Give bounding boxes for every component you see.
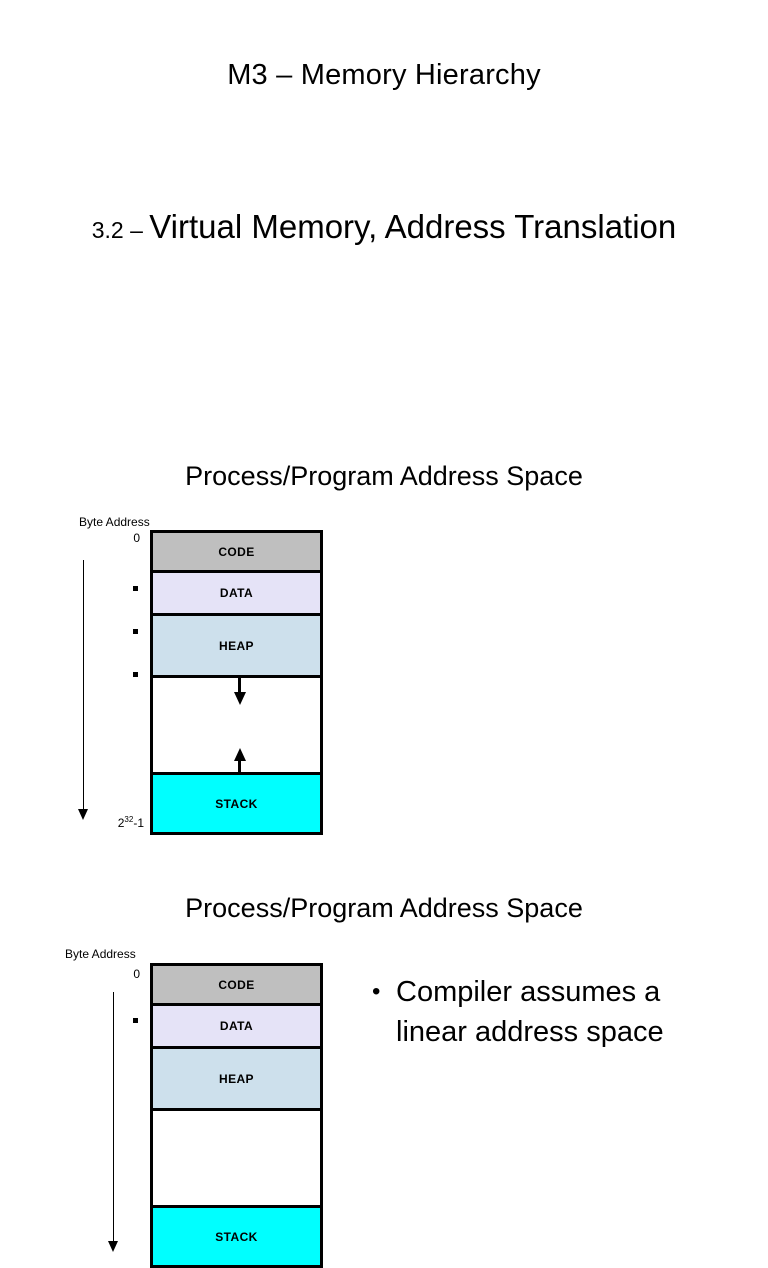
arrow-shaft bbox=[83, 560, 84, 810]
byte-address-label-1: Byte Address bbox=[79, 515, 150, 529]
memory-segment-code: CODE bbox=[153, 966, 320, 1006]
arrow-head-down-icon bbox=[78, 809, 88, 820]
memory-segment-free bbox=[153, 1111, 320, 1208]
memory-segment-data: DATA bbox=[153, 1006, 320, 1049]
bullet-text-line-1: Compiler assumes a bbox=[396, 976, 661, 1008]
byte-address-label-2: Byte Address bbox=[65, 947, 136, 961]
memory-segment-heap-label: HEAP bbox=[219, 638, 254, 653]
memory-segment-data-label: DATA bbox=[219, 1019, 254, 1033]
arrow-shaft bbox=[238, 759, 241, 775]
bullet-list: • Compiler assumes a linear address spac… bbox=[372, 972, 752, 1052]
address-tick-4 bbox=[133, 1018, 138, 1023]
memory-segment-code-label: CODE bbox=[218, 544, 255, 559]
bottom-address-exponent: 32 bbox=[124, 815, 134, 824]
memory-segment-heap: HEAP bbox=[153, 1049, 320, 1111]
memory-segment-stack-label: STACK bbox=[215, 1229, 258, 1244]
address-tick-2 bbox=[133, 629, 138, 634]
memory-segment-data-label: DATA bbox=[219, 586, 254, 600]
memory-segment-heap: HEAP bbox=[153, 616, 320, 678]
figure-title-2: Process/Program Address Space bbox=[185, 893, 583, 923]
stack-growth-arrow-1 bbox=[234, 748, 246, 775]
figure-title-1: Process/Program Address Space bbox=[185, 461, 583, 491]
memory-map-1: CODE DATA HEAP STACK bbox=[150, 530, 323, 835]
address-tick-1 bbox=[133, 586, 138, 591]
arrow-head-up-icon bbox=[234, 748, 246, 761]
address-direction-arrow-2 bbox=[108, 992, 119, 1252]
memory-segment-code-label: CODE bbox=[218, 977, 255, 992]
heap-growth-arrow-1 bbox=[234, 678, 246, 705]
memory-map-2: CODE DATA HEAP STACK bbox=[150, 963, 323, 1268]
address-direction-arrow-1 bbox=[78, 560, 89, 820]
memory-segment-data: DATA bbox=[153, 573, 320, 616]
bullet-dot-icon: • bbox=[372, 978, 381, 1005]
list-item: • Compiler assumes a bbox=[372, 972, 752, 1012]
section-name: Virtual Memory, Address Translation bbox=[149, 208, 677, 245]
top-address-label-2: 0 bbox=[118, 968, 140, 981]
memory-segment-code: CODE bbox=[153, 533, 320, 573]
arrow-shaft bbox=[113, 992, 114, 1242]
memory-segment-heap-label: HEAP bbox=[219, 1071, 254, 1086]
list-item: linear address space bbox=[372, 1012, 752, 1052]
section-number: 3.2 – bbox=[91, 217, 150, 243]
memory-segment-stack: STACK bbox=[153, 775, 320, 832]
arrow-shaft bbox=[238, 678, 241, 694]
memory-segment-stack-label: STACK bbox=[215, 796, 258, 811]
bottom-address-suffix: -1 bbox=[133, 816, 144, 830]
top-address-label-1: 0 bbox=[118, 532, 140, 545]
bullet-text-line-2: linear address space bbox=[396, 1016, 664, 1048]
section-heading: 3.2 – Virtual Memory, Address Translatio… bbox=[0, 200, 768, 257]
bottom-address-label-1: 232-1 bbox=[100, 815, 144, 830]
top-address-value: 0 bbox=[133, 967, 140, 981]
arrow-head-down-icon bbox=[108, 1241, 118, 1252]
bottom-address-base: 2 bbox=[117, 816, 125, 830]
arrow-head-down-icon bbox=[234, 692, 246, 705]
deck-title: M3 – Memory Hierarchy bbox=[227, 59, 541, 91]
top-address-value: 0 bbox=[133, 531, 140, 545]
memory-segment-stack: STACK bbox=[153, 1208, 320, 1265]
address-tick-3 bbox=[133, 672, 138, 677]
